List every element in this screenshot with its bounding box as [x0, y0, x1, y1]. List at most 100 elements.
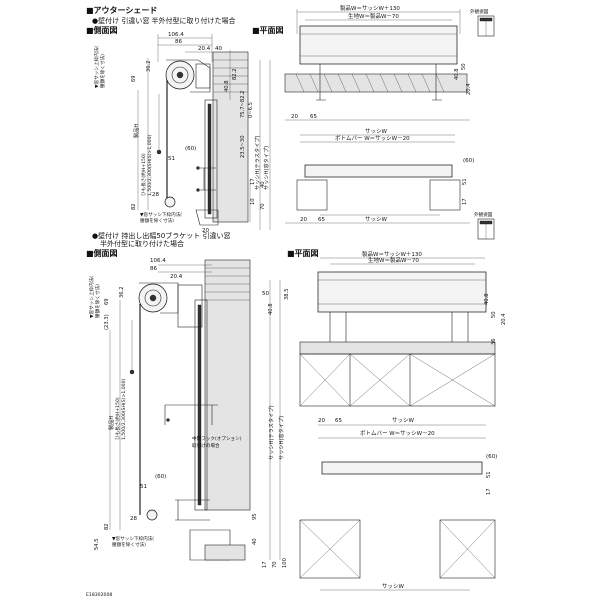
dim2-95: 95 [252, 513, 258, 520]
dim2-17: 17 [262, 561, 268, 568]
upper-frame-note: ▼窓サッシ上枠内法( [93, 46, 100, 88]
dim2-82: 82 [104, 523, 110, 530]
product-h-label-2: 製品H [107, 416, 115, 430]
plan2-bottom-bar-w: ボトムバー W＝サッシW－20 [360, 429, 435, 437]
section2-plan-view-title: ■平面図 [287, 249, 319, 258]
section2-appearance-icon [477, 218, 495, 240]
dim2-51: 51 [140, 484, 147, 490]
drawing-code: E18302008 [86, 592, 112, 598]
dim-60: (60) [185, 146, 196, 152]
dim2-28: 28 [130, 516, 137, 522]
plan-bottom-bar [304, 164, 453, 178]
product-h-label: 製品H [132, 124, 140, 138]
dim2-20-4: 20.4 [170, 274, 183, 280]
plan-product-w: 製品W＝サッシW＋130 [340, 4, 400, 12]
plan2-shade-box [317, 271, 487, 313]
plan2-fabric-w: 生地W＝製品W－70 [368, 256, 419, 264]
lower-frame-note-s2: ▼窓サッシ下枠内法( [112, 535, 154, 542]
plan-shade-box [299, 25, 458, 65]
plan2-window [299, 353, 496, 407]
lower-frame-note-s2-2: 腰額を除く寸法) [112, 541, 146, 548]
plan2-dim-60: (60) [486, 454, 497, 460]
plan2-sash-w: サッシW [392, 417, 415, 424]
bottom-bar-2 [146, 509, 158, 521]
plan-sash-w-bottom: サッシW [365, 216, 388, 223]
cord-length-label-s2-2: 1,500/2,300(SH(S)>1,000) [121, 378, 127, 440]
section2-subtitle-2: 半外付型に取り付けた場合 [100, 239, 184, 248]
dim-40: 40 [215, 46, 222, 52]
plan-dim-40-8: 40.8 [454, 68, 460, 80]
cord-length-label-2: 1,500/2,300(SH(S)>1,000) [147, 134, 153, 196]
dim-20: 20 [202, 228, 209, 234]
plan2-dim-36: 36 [491, 338, 497, 345]
product-title: ■アウターシェード [86, 5, 157, 15]
upper-frame-note-s2: ▼窓サッシ上枠内法( [88, 276, 95, 318]
sash-h-window-2: サッシH(窓タイプ) [277, 416, 285, 460]
dim-10: 10 [250, 198, 256, 205]
plan-dim-20b: 20 [300, 217, 307, 223]
plan2-dim-50: 50 [491, 311, 497, 318]
plan-dim-60: (60) [463, 158, 474, 164]
dim-23-5-30: 23.5~30 [240, 136, 246, 159]
section1-plan-view-title: ■平面図 [252, 26, 284, 35]
dim2-23-3: (23.3) [104, 314, 110, 330]
plan-wall [284, 73, 468, 93]
middle-hook-note: 中間フック(オプション) [192, 435, 242, 442]
plan-sash-w: サッシW [365, 128, 388, 135]
section2-plan-view [299, 257, 496, 591]
dim-36-2: 36.2 [146, 60, 152, 72]
dim2-38-5: 38.5 [284, 288, 290, 300]
plan2-dim-65: 65 [335, 418, 342, 424]
upper-frame-note-2: 腰額を除く寸法) [99, 54, 106, 88]
plan2-dim-51: 51 [486, 471, 492, 478]
section2-subtitle: ●壁付け 持出し出幅50ブラケット 引違い窓 [92, 231, 230, 240]
middle-hook-note-2: 取付けの場合 [192, 442, 220, 449]
plan2-dim-40-8: 40.8 [484, 293, 490, 305]
dim-75-7-82-2: 75.7~82.2 [240, 91, 246, 118]
sash-h-terrace: サッシH(テラスタイプ) [253, 135, 261, 190]
dim2-40: 40 [252, 538, 258, 545]
dim-0-6-5: 0~6.5 [248, 102, 254, 118]
dim2-100: 100 [282, 558, 288, 568]
dim-40b: 40 [260, 181, 266, 188]
plan-fabric-w: 生地W＝製品W－70 [348, 12, 399, 20]
lower-frame-note: ▼窓サッシ下枠内法( [140, 211, 182, 218]
dim-82-2: 82.2 [232, 68, 238, 80]
plan2-dim-20-4: 20.4 [501, 313, 507, 325]
dim-106-4: 106.4 [168, 32, 184, 38]
section1-side-view [137, 34, 271, 230]
dim2-70: 70 [272, 561, 278, 568]
wall-section [212, 51, 249, 223]
plan-bottom-bar-w: ボトムバー W＝サッシW－20 [335, 134, 410, 142]
dim-51: 51 [168, 156, 175, 162]
dim-20-4: 20.4 [198, 46, 211, 52]
dim-40-8: 40.8 [224, 80, 230, 92]
sash-h-window: サッシH(窓タイプ) [262, 146, 270, 190]
section2-side-view-title: ■側面図 [86, 248, 118, 258]
plan-dim-51: 51 [462, 178, 468, 185]
dim2-69: 69 [104, 298, 110, 305]
lower-frame-note-2: 腰額を除く寸法) [140, 217, 174, 224]
sash-h-terrace-2: サッシH(テラスタイプ) [267, 405, 275, 460]
dim-82: 82 [131, 203, 137, 210]
plan-dim-20: 20 [291, 114, 298, 120]
dim-70: 70 [260, 203, 266, 210]
section1-side-view-title: ■側面図 [86, 25, 118, 35]
dim2-54-5: 54.5 [94, 538, 100, 550]
plan2-dim-20: 20 [318, 418, 325, 424]
dim-86: 86 [175, 39, 182, 45]
dim2-36-2: 36.2 [119, 286, 125, 298]
section2-appearance-label: 外観姿図 [474, 211, 493, 218]
dim2-50: 50 [262, 291, 269, 297]
dim2-60: (60) [155, 474, 166, 480]
cord-length-label: ひも長さ(約H+150) [140, 153, 147, 196]
plan2-sash-w-bottom: サッシW [382, 583, 405, 590]
section2-side-view [109, 259, 281, 561]
plan2-product-w: 製品W＝サッシW＋130 [362, 250, 422, 258]
plan2-dim-17: 17 [486, 488, 492, 495]
dim2-40-8: 40.8 [268, 303, 274, 315]
section1-appearance-icon [477, 15, 495, 37]
dim-69: 69 [131, 75, 137, 82]
cord-length-label-s2: ひも長さ(約H+150) [114, 397, 121, 440]
